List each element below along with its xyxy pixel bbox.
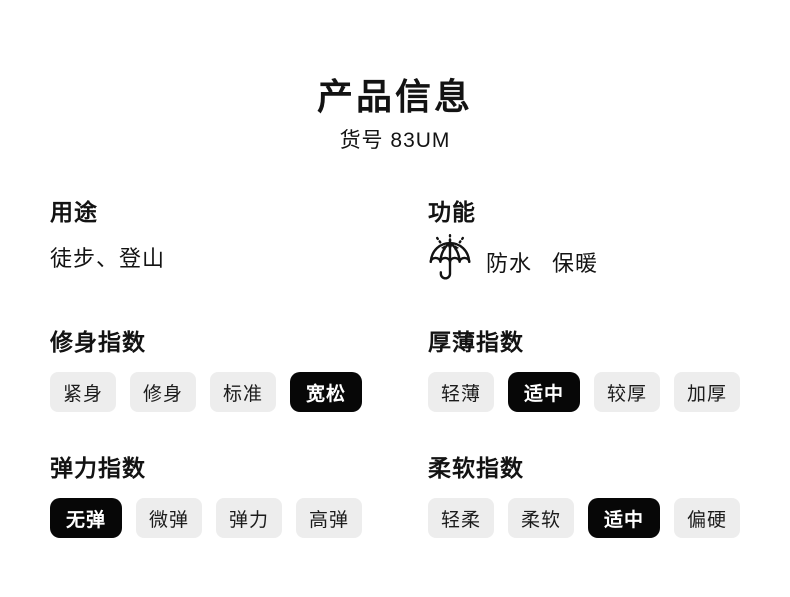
thickness-option-padded[interactable]: 加厚 <box>674 372 740 412</box>
softness-option-firm[interactable]: 偏硬 <box>674 498 740 538</box>
fit-option-loose[interactable]: 宽松 <box>290 372 363 412</box>
elasticity-option-stretch[interactable]: 弹力 <box>216 498 283 538</box>
softness-options: 轻柔 柔软 适中 偏硬 <box>428 498 740 538</box>
fit-option-standard[interactable]: 标准 <box>210 372 277 412</box>
row-usage-features: 用途 徒步、登山 功能 <box>50 200 740 288</box>
thickness-heading: 厚薄指数 <box>428 329 524 355</box>
thickness-section: 厚薄指数 轻薄 适中 较厚 加厚 <box>428 330 740 412</box>
fit-option-tight[interactable]: 紧身 <box>50 372 117 412</box>
features-heading: 功能 <box>428 199 476 225</box>
item-number: 货号 83UM <box>339 129 451 152</box>
thickness-option-thin[interactable]: 轻薄 <box>428 372 494 412</box>
row-elasticity-softness: 弹力指数 无弹 微弹 弹力 高弹 柔软指数 轻柔 柔软 适中 偏硬 <box>50 456 740 538</box>
usage-value: 徒步、登山 <box>50 246 166 271</box>
fit-heading: 修身指数 <box>50 329 146 355</box>
info-grid: 用途 徒步、登山 功能 <box>50 200 740 538</box>
thickness-option-medium[interactable]: 适中 <box>508 372 580 412</box>
thickness-options: 轻薄 适中 较厚 加厚 <box>428 372 740 412</box>
thickness-option-thicker[interactable]: 较厚 <box>594 372 660 412</box>
row-fit-thickness: 修身指数 紧身 修身 标准 宽松 厚薄指数 轻薄 适中 较厚 加厚 <box>50 330 740 412</box>
fit-option-slim[interactable]: 修身 <box>130 372 197 412</box>
features-section: 功能 <box>428 200 740 288</box>
softness-option-gentle[interactable]: 轻柔 <box>428 498 494 538</box>
elasticity-options: 无弹 微弹 弹力 高弹 <box>50 498 428 538</box>
umbrella-rain-icon <box>428 233 472 292</box>
feature-waterproof: 防水 <box>486 251 533 276</box>
page-title: 产品信息 <box>316 76 473 117</box>
elasticity-option-high[interactable]: 高弹 <box>296 498 363 538</box>
feature-words: 防水 保暖 <box>486 246 598 278</box>
softness-option-medium[interactable]: 适中 <box>588 498 660 538</box>
elasticity-heading: 弹力指数 <box>50 455 146 481</box>
elasticity-option-none[interactable]: 无弹 <box>50 498 123 538</box>
softness-option-soft[interactable]: 柔软 <box>508 498 574 538</box>
fit-options: 紧身 修身 标准 宽松 <box>50 372 428 412</box>
features-content: 防水 保暖 <box>428 233 740 288</box>
feature-warmth: 保暖 <box>552 251 599 276</box>
usage-heading: 用途 <box>50 199 98 225</box>
softness-heading: 柔软指数 <box>428 455 524 481</box>
elasticity-section: 弹力指数 无弹 微弹 弹力 高弹 <box>50 456 428 538</box>
fit-section: 修身指数 紧身 修身 标准 宽松 <box>50 330 428 412</box>
elasticity-option-slight[interactable]: 微弹 <box>136 498 203 538</box>
softness-section: 柔软指数 轻柔 柔软 适中 偏硬 <box>428 456 740 538</box>
usage-section: 用途 徒步、登山 <box>50 200 428 288</box>
